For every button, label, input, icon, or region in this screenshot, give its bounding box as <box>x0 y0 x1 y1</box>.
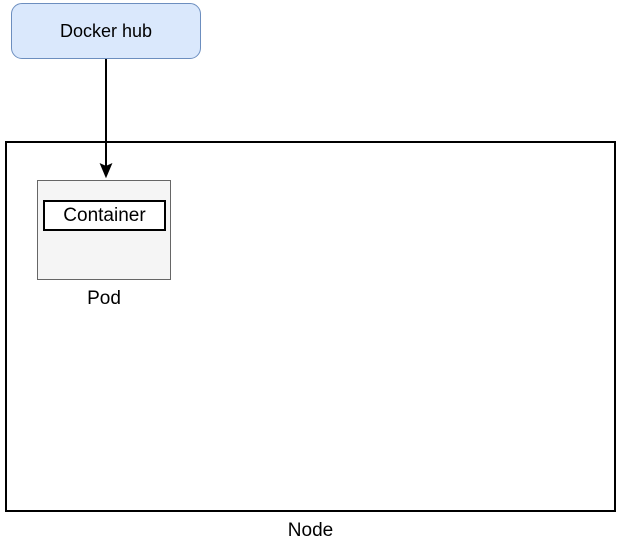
container-label: Container <box>63 205 146 226</box>
node-label: Node <box>287 520 334 541</box>
docker-hub-label: Docker hub <box>59 21 153 41</box>
container-box[interactable]: Container <box>43 200 166 231</box>
docker-hub-node[interactable]: Docker hub <box>11 3 201 59</box>
pod-label: Pod <box>87 288 121 309</box>
